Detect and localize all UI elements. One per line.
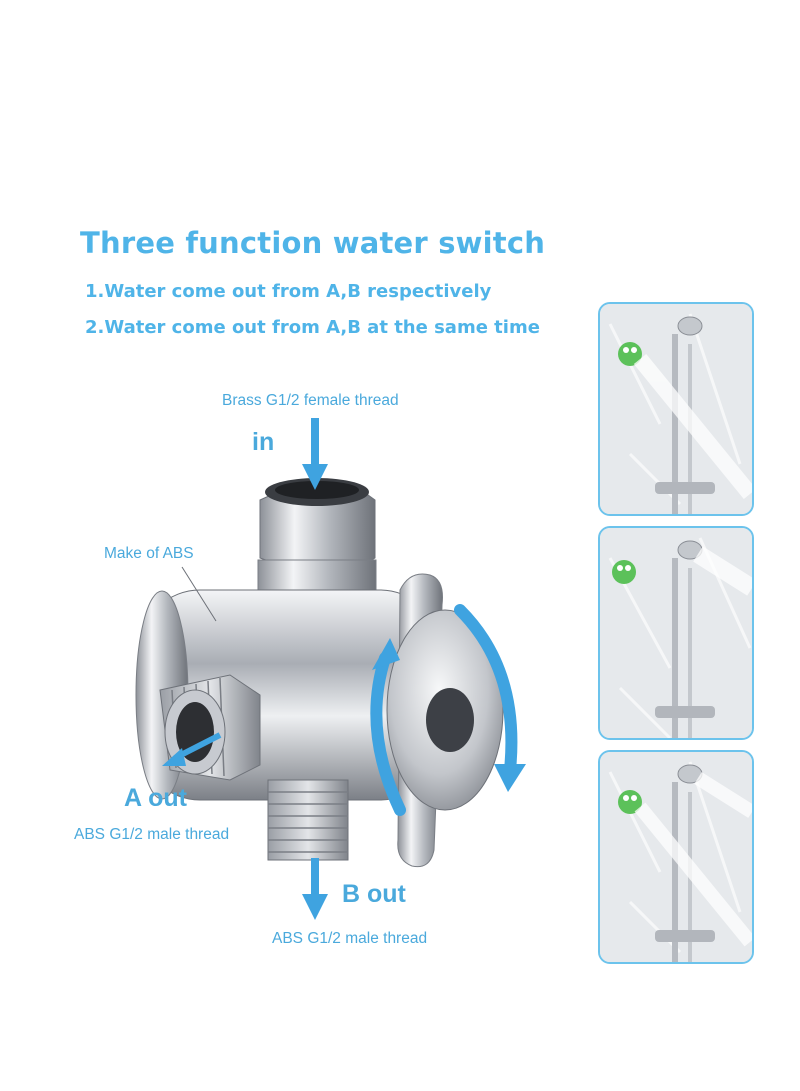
shower-mode-a-image xyxy=(600,304,752,514)
outlet-b-spec-label: ABS G1/2 male thread xyxy=(272,930,428,947)
feature-line-2: 2.Water come out from A,B at the same ti… xyxy=(85,317,540,338)
material-label: Make of ABS xyxy=(104,545,194,562)
feature-line-1: 1.Water come out from A,B respectively xyxy=(85,281,492,302)
shower-mode-both-image xyxy=(600,752,752,962)
outlet-a-label: A out xyxy=(124,784,187,812)
material-pointer-line xyxy=(181,566,217,622)
outlet-b-arrow-icon xyxy=(302,858,328,920)
outlet-a-spec-label: ABS G1/2 male thread xyxy=(74,826,230,843)
inlet-label: in xyxy=(252,428,275,456)
shower-mode-b-image xyxy=(600,528,752,738)
page-title: Three function water switch xyxy=(80,226,546,260)
inlet-spec-label: Brass G1/2 female thread xyxy=(222,392,399,409)
diverter-valve-image xyxy=(135,478,526,868)
outlet-b-label: B out xyxy=(342,880,406,908)
shower-mode-b-panel xyxy=(598,526,754,740)
shower-mode-a-panel xyxy=(598,302,754,516)
inlet-arrow-icon xyxy=(302,418,328,490)
shower-mode-both-panel xyxy=(598,750,754,964)
